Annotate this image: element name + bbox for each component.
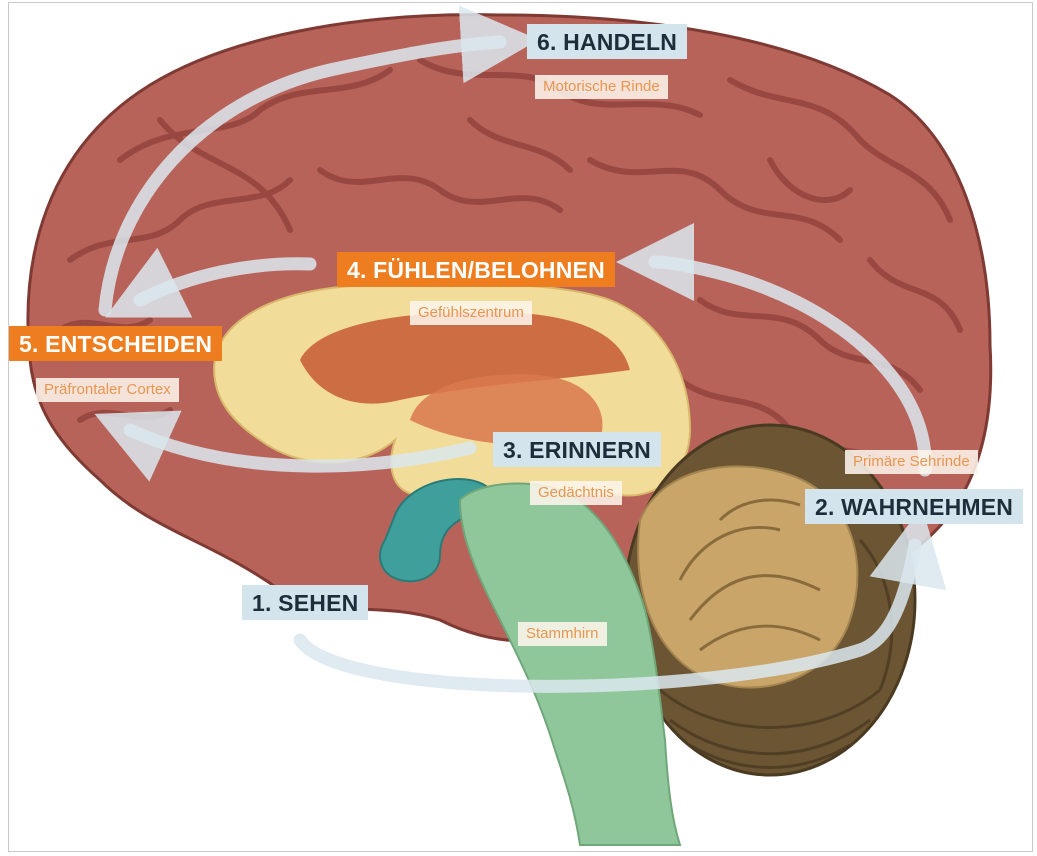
step-handeln-label: 6. HANDELN: [527, 24, 687, 59]
region-stammhirn-label: Stammhirn: [518, 622, 607, 646]
step-wahrnehmen-label: 2. WAHRNEHMEN: [805, 489, 1023, 524]
step-sehen-label: 1. SEHEN: [242, 585, 368, 620]
region-praefrontaler-cortex-label: Präfrontaler Cortex: [36, 378, 179, 402]
region-gefuehlszentrum-label: Gefühlszentrum: [410, 301, 532, 325]
region-gedaechtnis-label: Gedächtnis: [530, 481, 622, 505]
region-motorische-rinde-label: Motorische Rinde: [535, 75, 668, 99]
region-primaere-sehrinde-label: Primäre Sehrinde: [845, 450, 978, 474]
step-entscheiden-label: 5. ENTSCHEIDEN: [9, 326, 222, 361]
step-fuehlen-label: 4. FÜHLEN/BELOHNEN: [337, 252, 615, 287]
step-erinnern-label: 3. ERINNERN: [493, 432, 661, 467]
